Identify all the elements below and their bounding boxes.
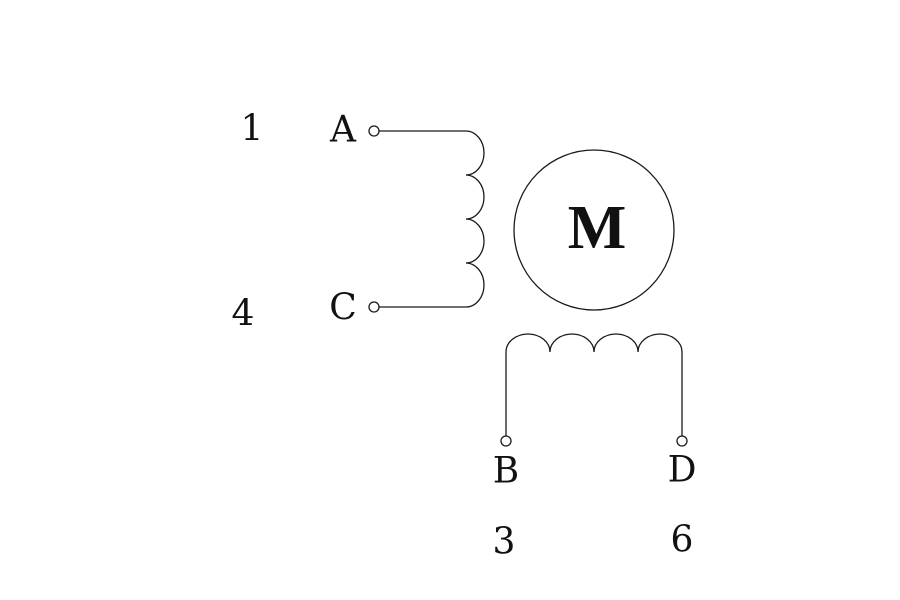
pin-number-b: 3 [493,522,516,563]
motor-circle [513,149,675,311]
terminal-d-letter: D [668,450,697,491]
pin-number-c: 4 [232,294,255,335]
terminal-b-letter: B [493,451,519,492]
terminal-c-letter: C [329,288,357,329]
terminal-a-letter: A [329,110,357,151]
terminal-d [676,435,688,447]
terminal-a [368,125,380,137]
terminal-b [500,435,512,447]
terminal-c [368,301,380,313]
pin-number-d: 6 [671,520,694,561]
motor-label: M [568,194,627,262]
winding-a-c [379,130,485,308]
pin-number-a: 1 [241,109,264,150]
winding-b-d [505,333,683,436]
